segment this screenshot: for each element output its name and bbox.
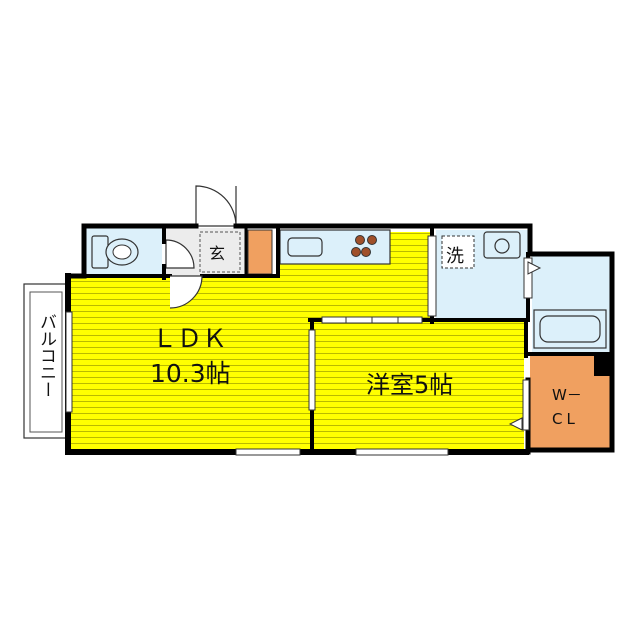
closet-label-line2: CL (552, 410, 579, 428)
washroom: 洗 (436, 230, 528, 320)
windows (65, 235, 533, 456)
bathroom (532, 256, 610, 352)
ldk-name: ＬＤＫ (152, 324, 227, 353)
entrance: 玄 (165, 185, 246, 278)
closet-label-line1: W－ (552, 386, 582, 404)
balcony: バルコニー (23, 283, 69, 439)
kitchen-counter (279, 229, 391, 265)
ldk-size: 10.3帖 (150, 359, 231, 388)
laundry-label: 洗 (446, 246, 464, 267)
door-swings (169, 261, 542, 431)
western-room-name: 洋室5帖 (366, 371, 453, 399)
shoe-cabinet (247, 229, 273, 275)
walk-in-closet: W－ CL (530, 356, 610, 448)
balcony-label: バルコニー (36, 313, 56, 398)
toilet (86, 228, 162, 274)
stove-icon (351, 235, 377, 257)
entrance-label: 玄 (209, 244, 225, 263)
western-room: 洋室5帖 (314, 322, 524, 450)
